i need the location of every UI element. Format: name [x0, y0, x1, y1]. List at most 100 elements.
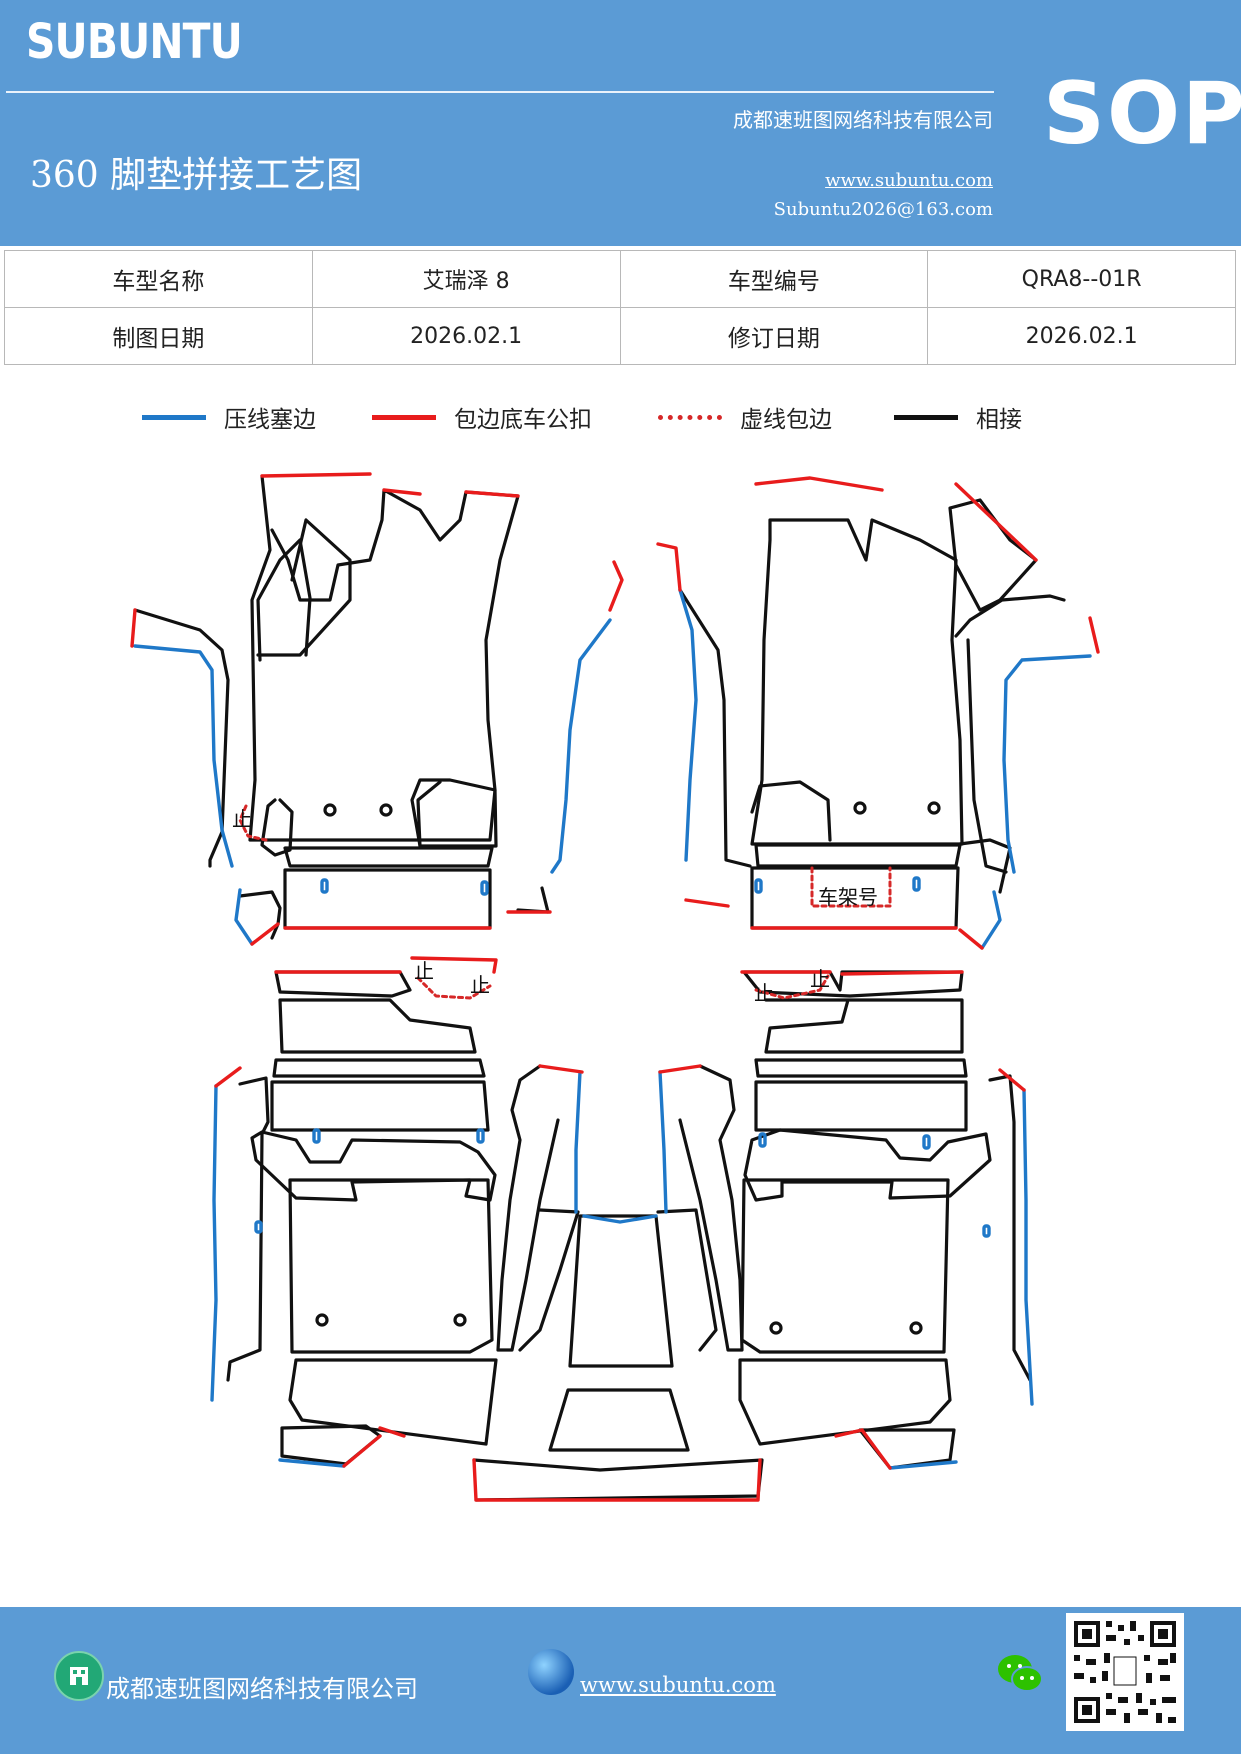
header-email: Subuntu2026@163.com [773, 199, 993, 220]
mat-outline [678, 588, 752, 868]
mat-outline [274, 970, 412, 998]
vin-label: 车架号 [818, 885, 878, 909]
stop-mark: 止 [470, 973, 490, 997]
press-line-edge [678, 588, 698, 862]
wechat-icon [998, 1655, 1043, 1692]
mat-outline [738, 1358, 952, 1446]
mat-outline [750, 518, 964, 846]
stop-mark: 止 [232, 807, 252, 831]
mat-outline [743, 1128, 992, 1202]
tunnel-piece [656, 1208, 718, 1352]
binding-edge [954, 482, 1038, 562]
tunnel-piece [518, 1208, 580, 1352]
mat-outline [496, 1064, 560, 1352]
legend-swatch-black [894, 414, 958, 420]
mat-outline [966, 638, 1008, 874]
binding-edge [1088, 616, 1100, 654]
header-company-name: 成都速班图网络科技有限公司 [733, 108, 993, 132]
header-website-link[interactable]: www.subuntu.com [825, 170, 993, 191]
footer-website-link[interactable]: www.subuntu.com [580, 1673, 776, 1697]
mat-outline [678, 1064, 744, 1352]
binding-edge [608, 560, 624, 612]
mat-outline [948, 498, 1038, 612]
draw-date-value: 2026.02.1 [311, 307, 621, 365]
tunnel-piece [568, 1214, 674, 1368]
binding-edge [834, 1428, 864, 1438]
mat-outline [754, 843, 962, 868]
mat-outline [256, 538, 312, 662]
press-line-edge [278, 1458, 346, 1468]
press-line-edge [133, 644, 234, 868]
legend-label: 虚线包边 [740, 407, 832, 433]
legend-swatch-red [372, 414, 436, 420]
binding-edge [382, 488, 422, 496]
press-line-edge [550, 618, 612, 874]
mat-outline [516, 886, 550, 914]
binding-edge [260, 472, 372, 478]
binding-edge [656, 542, 682, 592]
binding-edge [472, 1458, 762, 1502]
mat-outline [754, 1058, 968, 1078]
model-name-label: 车型名称 [4, 250, 313, 308]
mat-outline [954, 594, 1066, 638]
footer-company-name: 成都速班图网络科技有限公司 [106, 1675, 418, 1703]
mat-outline [272, 1058, 486, 1078]
stop-mark: 止 [754, 981, 774, 1005]
mat-outline [288, 1178, 494, 1354]
legend-label: 相接 [976, 407, 1022, 433]
header-banner: SUBUNTU 成都速班图网络科技有限公司 360 脚垫拼接工艺图 www.su… [0, 0, 1241, 246]
mat-outline [742, 970, 964, 998]
legend-label: 包边底车公扣 [454, 407, 592, 433]
footer-banner: 成都速班图网络科技有限公司 www.subuntu.com [0, 1607, 1241, 1754]
sop-badge: SOP [1043, 64, 1241, 164]
mat-outline [278, 998, 477, 1054]
dotted-binding-edge [238, 804, 268, 842]
press-line-edge [574, 1070, 582, 1214]
globe-icon [528, 1649, 574, 1695]
dotted-binding-edge [416, 976, 492, 1000]
binding-edge [998, 1068, 1026, 1092]
header-divider [6, 91, 994, 93]
mat-outline [270, 1080, 490, 1132]
binding-edge [250, 922, 280, 946]
legend-swatch-dotted [658, 414, 722, 420]
press-line-edge [210, 1084, 218, 1402]
legend-label: 压线塞边 [224, 407, 316, 433]
mat-outline [750, 780, 832, 842]
mat-outline [283, 846, 494, 868]
mat-outline [988, 1074, 1032, 1382]
vin-window-outline [810, 866, 892, 908]
page-title: 360 脚垫拼接工艺图 [30, 155, 363, 196]
stop-mark: 止 [810, 967, 830, 991]
dotted-binding-edge [754, 974, 830, 1000]
binding-edge [684, 898, 730, 908]
model-code-label: 车型编号 [619, 250, 929, 308]
mat-outline [280, 1424, 382, 1466]
mat-outline [256, 518, 352, 657]
table-row: 制图日期 2026.02.1 修订日期 2026.02.1 [4, 307, 1236, 365]
press-line-edge [888, 1460, 958, 1470]
floor-mat-pattern-diagram: 止 止 止 止 止 车架号 [130, 472, 1100, 1502]
model-code-value: QRA8--01R [927, 250, 1236, 308]
mat-outline [416, 780, 442, 848]
binding-edge [410, 956, 498, 974]
binding-edge [958, 928, 984, 950]
binding-edge [658, 1064, 702, 1074]
mat-outline [283, 868, 492, 930]
legend-item-red: 包边底车公扣 [372, 400, 592, 434]
binding-edge [378, 1426, 406, 1438]
mat-outline [238, 890, 282, 940]
tunnel-piece [548, 1388, 690, 1452]
rear-trim-piece [472, 1458, 764, 1502]
press-line-edge [980, 890, 1002, 950]
binding-edge [840, 970, 964, 976]
mat-outline [250, 1130, 497, 1202]
binding-edge [538, 1064, 584, 1074]
binding-edge [214, 1066, 242, 1088]
qr-code-image [1066, 1613, 1184, 1731]
building-icon-glyph [70, 1667, 88, 1685]
mat-outline [133, 608, 230, 868]
revise-date-label: 修订日期 [619, 307, 929, 365]
brand-logo: SUBUNTU [26, 14, 243, 70]
binding-edge [754, 476, 884, 492]
